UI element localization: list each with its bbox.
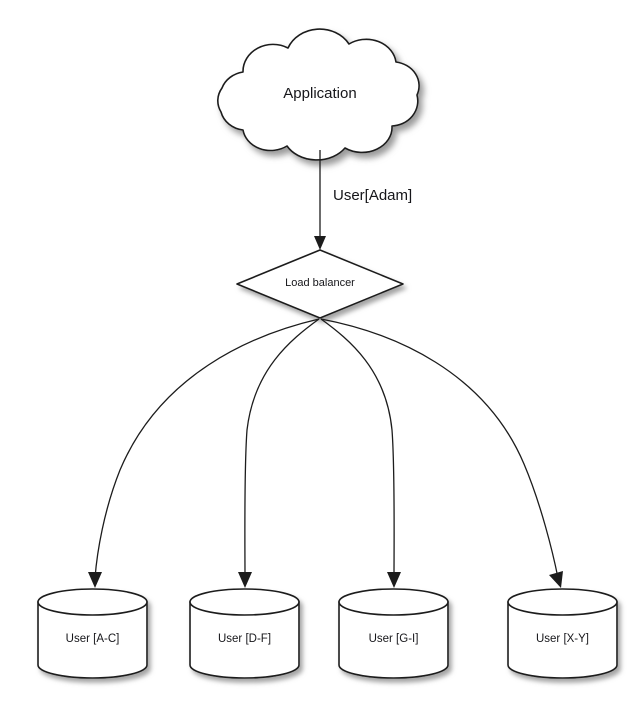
edge-label-user-adam: User[Adam] xyxy=(333,187,412,204)
balancer-to-db-2-line xyxy=(244,318,320,579)
cylinder-body-d-f xyxy=(189,601,300,679)
load-balancer-node[interactable]: Load balancer xyxy=(236,249,404,319)
load-balancer-label: Load balancer xyxy=(285,277,355,289)
balancer-to-db-1-line xyxy=(94,318,320,579)
cylinder-top-d-f xyxy=(189,588,300,616)
database-node-x-y[interactable]: User [X-Y] xyxy=(507,588,618,679)
cloud-shape xyxy=(217,28,420,161)
app-to-balancer-arrowhead xyxy=(314,236,326,250)
balancer-to-db-2-arrowhead xyxy=(238,572,252,588)
edge-balancer-to-db-3 xyxy=(320,318,401,588)
cylinder-top-x-y xyxy=(507,588,618,616)
cylinder-body-a-c xyxy=(37,601,148,679)
cylinder-body-g-i xyxy=(338,601,449,679)
balancer-to-db-3-arrowhead xyxy=(387,572,401,588)
database-node-d-f[interactable]: User [D-F] xyxy=(189,588,300,679)
application-cloud-node[interactable]: Application xyxy=(217,28,420,161)
edge-app-to-balancer: User[Adam] xyxy=(314,150,412,250)
database-label-a-c: User [A-C] xyxy=(66,633,120,645)
database-node-g-i[interactable]: User [G-I] xyxy=(338,588,449,679)
database-label-d-f: User [D-F] xyxy=(218,633,271,645)
cylinder-top-g-i xyxy=(338,588,449,616)
application-label: Application xyxy=(283,85,356,102)
balancer-to-db-4-line xyxy=(320,318,559,579)
balancer-to-db-3-line xyxy=(320,318,395,579)
cylinder-body-x-y xyxy=(507,601,618,679)
cylinder-top-a-c xyxy=(37,588,148,616)
edge-balancer-to-db-1 xyxy=(88,318,320,588)
balancer-to-db-1-arrowhead xyxy=(88,572,102,588)
diamond-shape xyxy=(236,249,404,319)
database-label-g-i: User [G-I] xyxy=(369,633,419,645)
balancer-to-db-4-arrowhead xyxy=(549,571,563,588)
edge-balancer-to-db-4 xyxy=(320,318,563,588)
database-label-x-y: User [X-Y] xyxy=(536,633,589,645)
database-node-a-c[interactable]: User [A-C] xyxy=(37,588,148,679)
edge-balancer-to-db-2 xyxy=(238,318,320,588)
